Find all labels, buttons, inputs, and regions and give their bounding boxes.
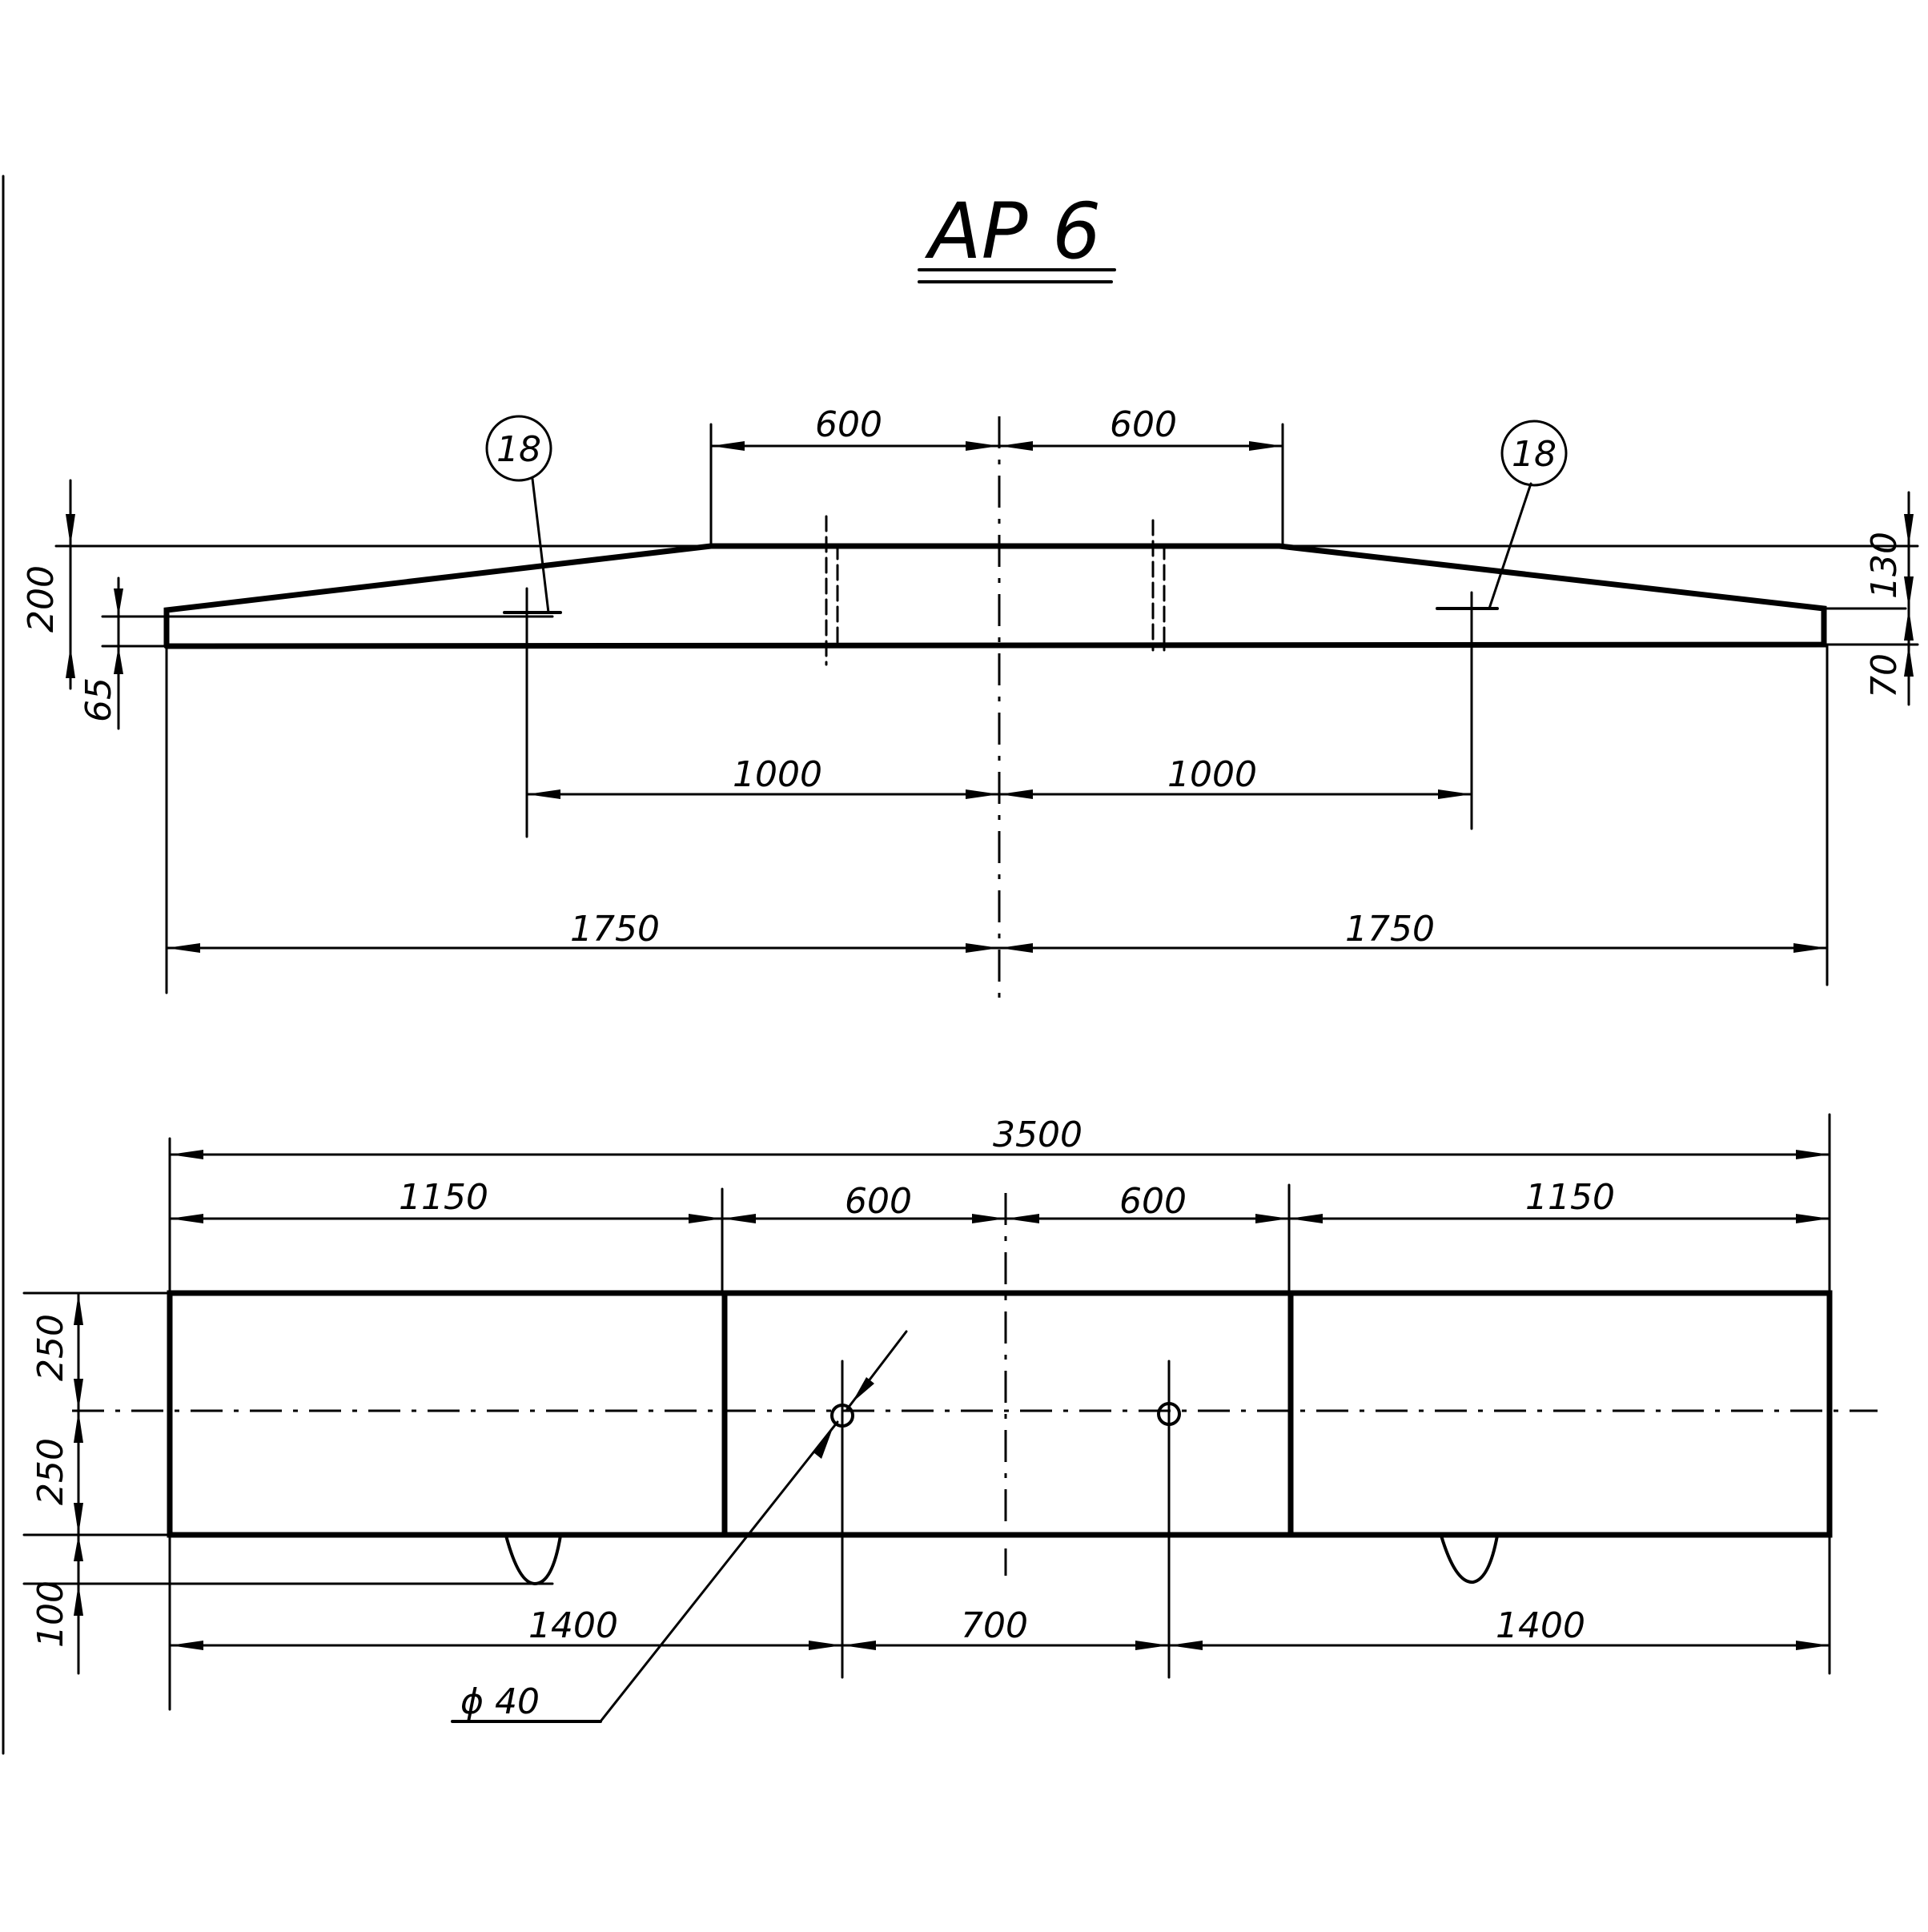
dim-arrow xyxy=(999,943,1033,953)
dim-label: 130 xyxy=(1864,532,1905,599)
hole-right xyxy=(1157,1402,1181,1426)
dim-label: 1400 xyxy=(1496,1605,1585,1646)
dim-arrow xyxy=(722,1214,756,1223)
lifting-loop-right xyxy=(1440,1534,1499,1584)
dim-arrow xyxy=(1289,1214,1323,1223)
dim-arrow xyxy=(1904,514,1914,546)
dim-arrow xyxy=(711,441,745,451)
dim-arrow xyxy=(972,1214,1006,1223)
position-mark-label: 18 xyxy=(496,429,541,470)
dim-arrow xyxy=(527,789,560,799)
dim-arrow xyxy=(114,646,123,674)
dim-label: 1150 xyxy=(399,1177,488,1218)
position-mark-circle xyxy=(485,415,552,482)
dim-arrow xyxy=(966,441,999,451)
dim-label: 100 xyxy=(30,1581,71,1648)
dim-arrow xyxy=(1793,943,1827,953)
dim-arrow xyxy=(74,1503,83,1535)
dim-arrow xyxy=(842,1641,876,1650)
dim-arrow xyxy=(74,1293,83,1325)
dim-arrow xyxy=(1796,1214,1830,1223)
dim-arrow xyxy=(966,789,999,799)
dim-arrow xyxy=(114,588,123,617)
position-mark-label: 18 xyxy=(1512,434,1556,475)
dim-label: 600 xyxy=(1119,1181,1187,1222)
dim-arrow xyxy=(1904,645,1914,677)
dim-arrow xyxy=(1796,1641,1830,1650)
dim-arrow xyxy=(1249,441,1283,451)
dim-arrow xyxy=(999,441,1033,451)
lifting-loop-left xyxy=(504,1534,562,1586)
hole-leader-lower xyxy=(599,1420,839,1723)
leader-line xyxy=(1488,482,1532,610)
dim-label: 1750 xyxy=(570,909,660,950)
dim-arrow xyxy=(1135,1641,1169,1650)
elevation-view: 600 600 18 18 200 65 130 70 1000 1000 xyxy=(21,404,1919,1009)
dim-arrow xyxy=(1904,576,1914,609)
plate-outline xyxy=(167,1290,1833,1538)
dim-arrow xyxy=(74,1411,83,1443)
dim-arrow xyxy=(74,1584,83,1616)
dim-label: 200 xyxy=(21,565,62,633)
dim-label: 1750 xyxy=(1345,909,1435,950)
position-mark-circle xyxy=(1500,420,1568,487)
dim-arrow xyxy=(74,1535,83,1561)
dim-label: 70 xyxy=(1864,653,1905,698)
dim-label: 700 xyxy=(961,1605,1028,1646)
dim-label: 1150 xyxy=(1525,1177,1615,1218)
dim-arrow xyxy=(966,943,999,953)
dim-label: 600 xyxy=(845,1181,912,1222)
dim-label: 250 xyxy=(30,1314,71,1381)
dim-arrow xyxy=(170,1641,203,1650)
beam-profile xyxy=(163,543,1827,649)
hole-left xyxy=(830,1404,854,1428)
dim-label: 65 xyxy=(78,677,119,722)
drawing-title: AP 6 xyxy=(918,187,1116,283)
dim-arrow xyxy=(852,1377,874,1403)
title-text: AP 6 xyxy=(924,187,1101,276)
dim-label: 3500 xyxy=(993,1115,1082,1155)
dim-label: 250 xyxy=(30,1438,71,1505)
dim-label: 1400 xyxy=(528,1605,618,1646)
leader-line xyxy=(531,477,550,614)
dim-label: 1000 xyxy=(733,754,822,795)
dim-arrow xyxy=(66,514,75,546)
dim-arrow xyxy=(1255,1214,1289,1223)
dim-arrow xyxy=(813,1428,833,1459)
dim-arrow xyxy=(1169,1641,1203,1650)
hole-diameter-label: ϕ 40 xyxy=(460,1681,540,1722)
dim-label: 1000 xyxy=(1167,754,1257,795)
dim-arrow xyxy=(170,1150,203,1159)
dim-label: 600 xyxy=(815,404,882,445)
dim-arrow xyxy=(1438,789,1472,799)
dim-arrow xyxy=(809,1641,842,1650)
dim-arrow xyxy=(689,1214,722,1223)
dim-label: 600 xyxy=(1110,404,1177,445)
dim-arrow xyxy=(1904,609,1914,641)
dim-arrow xyxy=(170,1214,203,1223)
dim-arrow xyxy=(1796,1150,1830,1159)
plan-view: 3500 1150 600 600 1150 xyxy=(22,1113,1878,1723)
dim-arrow xyxy=(999,789,1033,799)
dim-arrow xyxy=(1006,1214,1039,1223)
dim-arrow xyxy=(167,943,200,953)
dim-arrow xyxy=(66,646,75,678)
dim-arrow xyxy=(74,1379,83,1411)
